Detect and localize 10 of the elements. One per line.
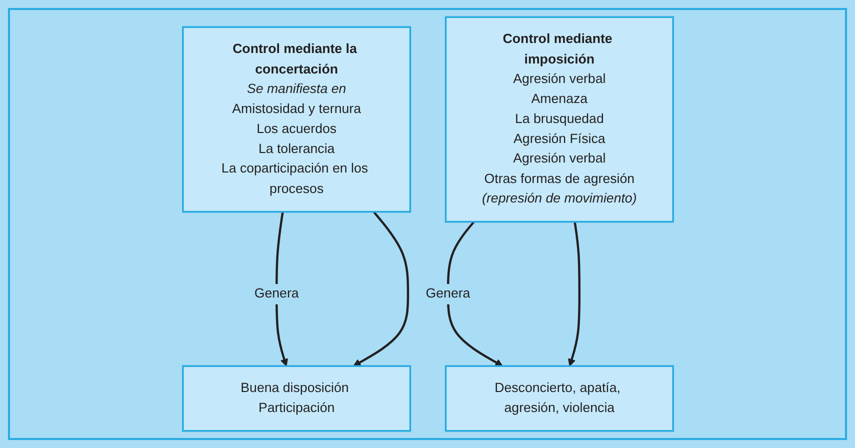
edge-label: Genera [254,286,298,301]
arrow [446,221,502,366]
edge-label: Genera [425,286,470,301]
node-box: Control mediante imposición Agresión verbal Amenaza La brusquedad Agresión Física Agresión verbal Otras formas de agresión (represión de movimiento) [444,16,674,223]
arrow [274,212,288,366]
node-box: Buena disposición Participación [182,365,411,432]
arrow [352,211,409,366]
node-box: Control mediante la concertación Se manifiesta en Amistosidad y ternura Los acuerdos La tolerancia La coparticipación en los procesos [182,26,411,213]
arrow [568,222,580,366]
node-box: Desconcierto, apatía, agresión, violencia [444,365,674,432]
